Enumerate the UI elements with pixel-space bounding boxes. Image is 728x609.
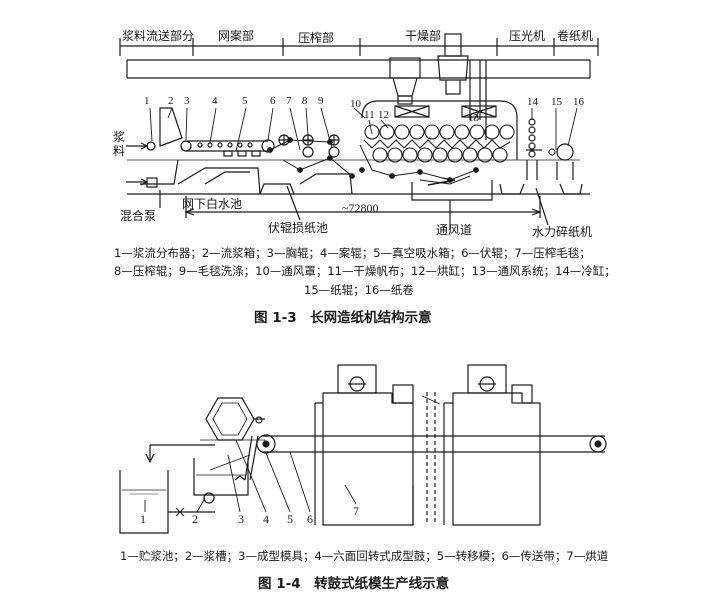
felt-runs <box>267 137 479 186</box>
part-number: 3 <box>184 95 190 107</box>
section-label: 干燥部 <box>405 29 442 43</box>
couch-broke-pit-label: 伏辊损纸池 <box>268 221 329 235</box>
fig13-drawing <box>119 33 599 230</box>
legend-line: 1—浆流分布器；2—流浆箱；3—胸辊；4—案辊；5—真空吸水箱；6—伏辊；7—压… <box>114 246 591 260</box>
dryer-cylinders <box>363 124 515 163</box>
part-number: 16 <box>573 96 584 108</box>
calender-and-reel <box>526 118 574 180</box>
ventilation-stacks <box>389 33 487 140</box>
part-number: 11 <box>364 109 375 121</box>
part-number: 5 <box>242 95 248 107</box>
ventilation-duct-label: 通风道 <box>436 223 473 237</box>
part-number: 14 <box>527 96 538 108</box>
legend-line: 8—压榨辊；9—毛毯洗涤；10—通风罩；11—干燥帆布；12—烘缸；13—通风系… <box>114 264 616 278</box>
part-number: 15 <box>551 96 562 108</box>
wire-section <box>146 107 340 158</box>
fig14-drawing <box>119 364 607 534</box>
mixing-pump-label: 混合泵 <box>120 209 157 223</box>
part-number: 5 <box>287 512 293 526</box>
part-number: 2 <box>192 512 198 526</box>
part-number: 10 <box>350 98 361 110</box>
part-number: 6 <box>270 95 276 107</box>
section-label: 卷纸机 <box>557 29 594 43</box>
floor-and-pits <box>127 159 590 230</box>
figure-caption: 图 1-4 转鼓式纸模生产线示意 <box>258 576 450 592</box>
hydrapulper-pit <box>499 183 525 195</box>
part-number: 7 <box>353 504 359 518</box>
legend-line: 1—贮浆池；2—浆槽；3—成型模具；4—六面回转式成型鼓；5—转移模；6—传送带… <box>120 549 609 563</box>
section-label: 压榨部 <box>298 31 335 45</box>
stock-inlet-arrows <box>126 142 149 186</box>
fig13-leaders <box>149 107 578 152</box>
drying-tunnel <box>314 364 541 526</box>
part-number: 1 <box>140 512 146 526</box>
stock-inlet-label: 浆料 <box>113 130 126 158</box>
section-label: 压光机 <box>509 29 546 43</box>
figure-caption: 图 1-3 长网造纸机结构示意 <box>254 310 432 326</box>
headbox <box>159 107 183 147</box>
part-number: 8 <box>302 95 308 107</box>
white-water-pit-label: 网下白水池 <box>182 197 243 211</box>
part-number: 7 <box>286 95 292 107</box>
storage-tank <box>119 470 169 534</box>
part-number: 1 <box>144 95 150 107</box>
legend-line: 15—纸辊；16—纸卷 <box>304 283 414 297</box>
length-dimension <box>184 196 542 218</box>
fig14-leaders <box>144 439 357 513</box>
part-number: 3 <box>238 512 244 526</box>
hydrapulper-label: 水力碎纸机 <box>532 225 593 239</box>
part-number: 4 <box>212 95 218 107</box>
part-number: 12 <box>378 109 389 121</box>
slurry-trough <box>193 458 249 496</box>
section-label: 网案部 <box>218 29 255 43</box>
part-number: 4 <box>263 512 269 526</box>
ventilation-duct <box>411 180 493 201</box>
dryer-hood <box>361 100 518 160</box>
couch-broke-pit <box>259 183 295 195</box>
length-dimension-label: ~72800 <box>342 201 379 215</box>
section-label: 浆料流送部分 <box>122 29 195 43</box>
part-number: 9 <box>318 95 324 107</box>
part-number: 13 <box>468 112 479 124</box>
part-number: 2 <box>168 95 174 107</box>
white-water-pit <box>177 167 261 195</box>
part-number: 6 <box>307 512 313 526</box>
